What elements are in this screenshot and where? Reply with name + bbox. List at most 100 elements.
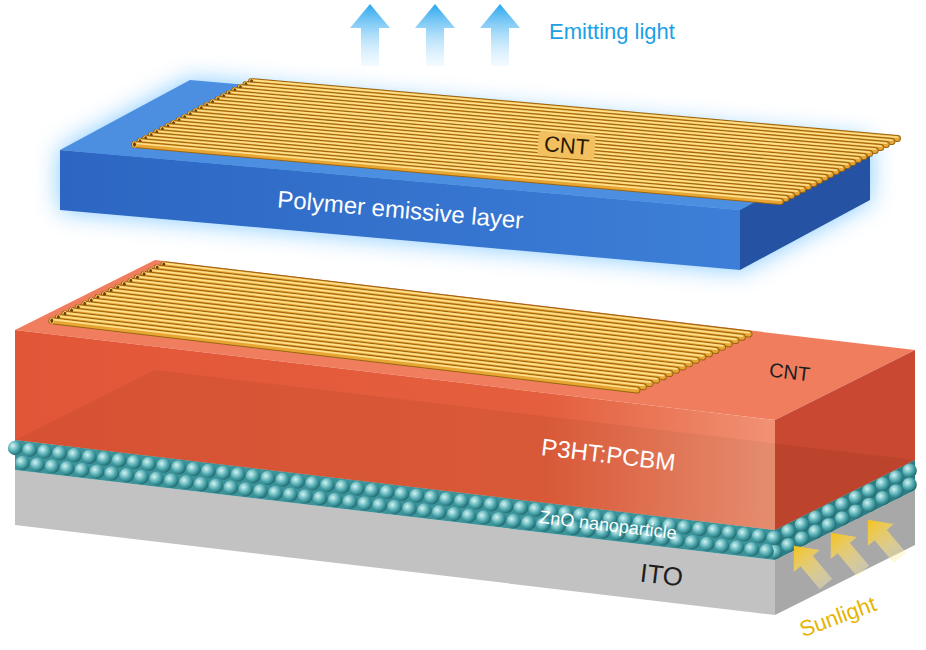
nanotube-body (85, 304, 670, 373)
nanoparticle (75, 463, 89, 477)
nanoparticle (875, 491, 889, 505)
nanoparticle (365, 483, 379, 497)
p3ht-pcbm-slab (15, 260, 915, 530)
nanoparticle (67, 448, 81, 462)
nanoparticle (149, 472, 163, 486)
nanoparticle (822, 518, 836, 532)
nanoparticle (822, 504, 836, 518)
nanoparticle (795, 517, 809, 531)
nanoparticle (15, 456, 29, 470)
nanoparticle (715, 539, 729, 553)
emitted-light-arrow (350, 4, 390, 66)
nanoparticle (795, 531, 809, 545)
nanoparticle (835, 511, 849, 525)
nanoparticle (875, 477, 889, 491)
nanotube-highlight (58, 316, 643, 385)
nanoparticle (849, 490, 863, 504)
nanotube-body (65, 314, 650, 383)
nanoparticle (127, 455, 141, 469)
nanoparticle (402, 502, 416, 516)
nanoparticle (492, 512, 506, 526)
nanoparticle (179, 475, 193, 489)
nanoparticle (45, 459, 59, 473)
nanotube-outline (65, 314, 650, 383)
nanoparticle (808, 525, 822, 539)
nanoparticle (477, 510, 491, 524)
nanoparticle (112, 453, 126, 467)
nanoparticle (343, 494, 357, 508)
nanoparticle (781, 524, 795, 538)
nanoparticle (835, 497, 849, 511)
nanotube-highlight (140, 140, 786, 197)
nanoparticle (700, 537, 714, 551)
nanoparticle (707, 524, 721, 538)
nanoparticle (239, 482, 253, 496)
nanotube-outline (78, 308, 663, 377)
nanotube-outline (85, 304, 670, 373)
nanoparticle (439, 492, 453, 506)
layer-label: ZnO nanoparticle (538, 507, 678, 544)
light-label: Sunlight (796, 592, 879, 643)
nanoparticle (291, 474, 305, 488)
nanoparticle (216, 465, 230, 479)
nanotube-outline (52, 321, 637, 390)
nanoparticle (737, 527, 751, 541)
nanoparticle (685, 535, 699, 549)
nanoparticle (462, 509, 476, 523)
nanoparticle (23, 443, 37, 457)
nanoparticle (506, 514, 520, 528)
nanoparticle (231, 467, 245, 481)
nanotube-end (50, 318, 54, 324)
nanotube-body (52, 321, 637, 390)
nanoparticle (752, 529, 766, 543)
nanoparticle (276, 473, 290, 487)
nanoparticle (889, 470, 903, 484)
nanoparticle (328, 493, 342, 507)
nanoparticle (313, 491, 327, 505)
nanotube-body (72, 311, 657, 380)
nanoparticle (209, 479, 223, 493)
nanoparticle (268, 486, 282, 500)
nanoparticle (90, 465, 104, 479)
emitted-light-arrow (415, 4, 455, 66)
lower-cnt-array (50, 262, 749, 390)
nanoparticle (60, 461, 74, 475)
nanoparticle (172, 460, 186, 474)
nanoparticle (164, 473, 178, 487)
nanoparticle (425, 490, 439, 504)
light-label: Emitting light (549, 19, 675, 44)
top-cnt-array (133, 79, 898, 202)
nanoparticle (120, 468, 134, 482)
nanotube-highlight (135, 143, 781, 200)
nanoparticle (722, 525, 736, 539)
nanoparticle (335, 480, 349, 494)
nanoparticle (514, 501, 528, 515)
layer-name: ITO (638, 559, 684, 594)
layer-label: P3HT:PCBM (539, 433, 676, 476)
layer-label: Polymer emissive layer (276, 186, 524, 235)
nanoparticle (142, 457, 156, 471)
nanotube-highlight (146, 137, 792, 194)
nanoparticle (38, 444, 52, 458)
nanotube-highlight (151, 134, 797, 191)
nanoparticle (82, 450, 96, 464)
electrode-label: CNT (768, 358, 812, 386)
layer-name: P3HT:PCBM (539, 433, 676, 476)
nanoparticle (902, 477, 916, 491)
nanoparticle (902, 463, 916, 477)
emitted-light-arrow (480, 4, 520, 66)
nanoparticle (201, 464, 215, 478)
layer-name: Polymer emissive layer (276, 186, 524, 235)
nanotube-end (133, 142, 137, 148)
nanotube-body (58, 317, 643, 386)
nanoparticle (417, 503, 431, 517)
nanoparticle (97, 451, 111, 465)
nanoparticle (768, 531, 782, 545)
nanotube-outline (58, 317, 643, 386)
nanoparticle (194, 477, 208, 491)
nanoparticle (767, 531, 781, 545)
nanoparticle (30, 457, 44, 471)
layer-name: CNT (768, 358, 812, 386)
nanoparticle (759, 544, 773, 558)
nanoparticle (745, 542, 759, 556)
